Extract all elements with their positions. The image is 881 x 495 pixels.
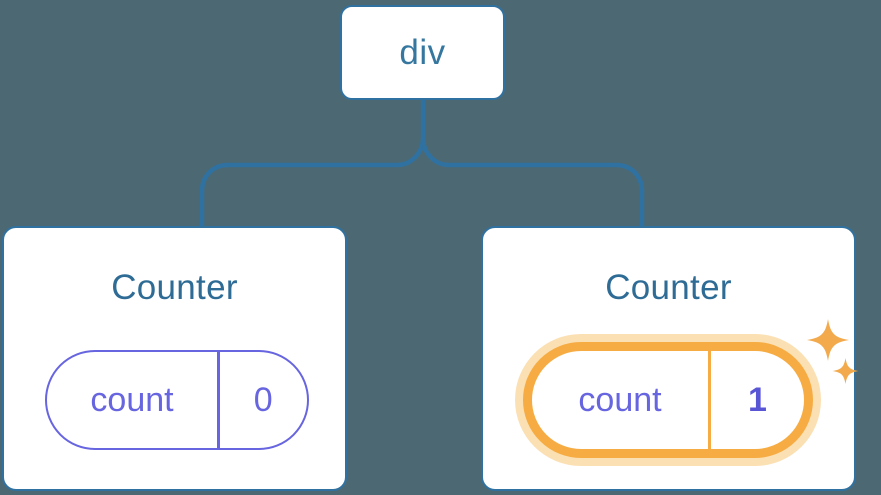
component-card-counter-left: Counter count 0: [2, 226, 347, 491]
state-pill: count 0: [45, 350, 309, 450]
root-node-label: div: [399, 32, 446, 72]
root-node: div: [340, 5, 505, 100]
component-title: Counter: [111, 268, 238, 307]
connector-branch-right: [420, 137, 645, 226]
connector-branch-left: [199, 100, 426, 226]
state-key-label: count: [90, 380, 174, 419]
component-card-counter-right: Counter count 1: [481, 226, 856, 491]
state-key-label: count: [578, 380, 662, 419]
pill-divider: [708, 351, 711, 449]
state-pill-highlighted: count 1: [523, 342, 813, 458]
sparkle-small: [832, 358, 859, 384]
sparkle-large: [807, 319, 849, 361]
pill-divider: [217, 352, 220, 448]
component-title: Counter: [605, 268, 732, 307]
sparkles-icon: [807, 319, 859, 384]
state-value: 1: [748, 380, 767, 419]
state-value: 0: [253, 380, 273, 419]
